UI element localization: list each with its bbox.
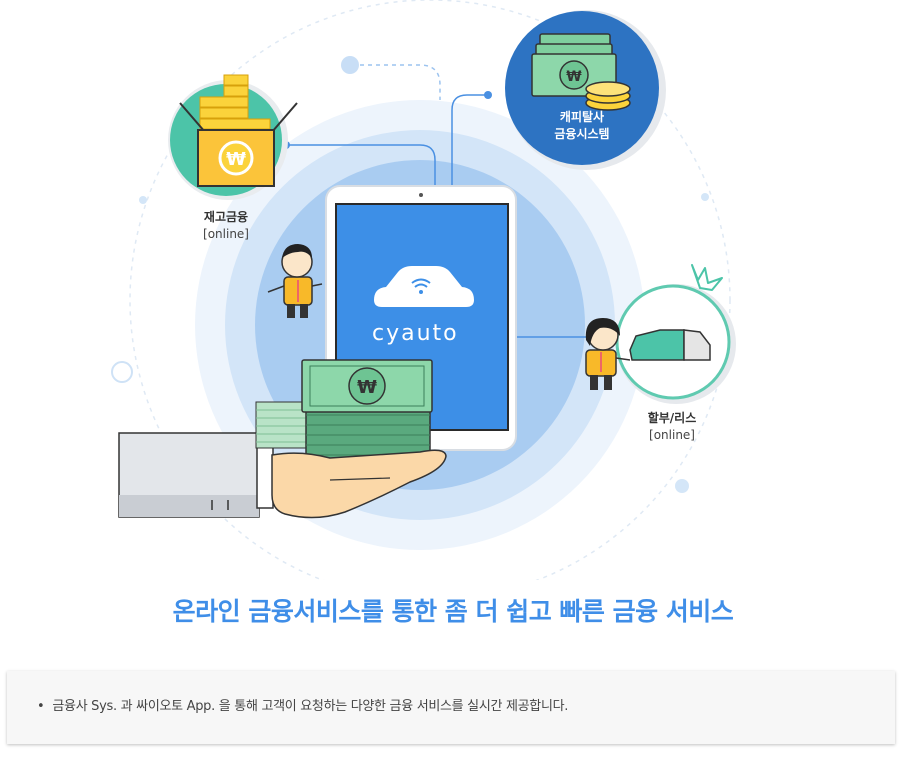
- deco-dot: [675, 479, 689, 493]
- installment-node-label: 할부/리스 [online]: [632, 410, 712, 444]
- deco-dot: [111, 361, 133, 383]
- connector-dashed: [360, 64, 441, 100]
- connector-line: [451, 94, 488, 185]
- installment-node-title: 할부/리스: [647, 411, 697, 425]
- capital-node-label: 캐피탈사 금융시스템: [532, 109, 632, 143]
- boy-character-icon: [267, 244, 323, 318]
- bullet: •: [37, 699, 45, 714]
- inventory-node-title: 재고금융: [203, 210, 249, 224]
- deco-dot: [341, 56, 359, 74]
- inventory-node-sub: [online]: [203, 227, 249, 241]
- hand: [271, 449, 447, 519]
- sleeve-shade: [119, 495, 259, 517]
- description-line: • 금융사 Sys. 과 싸이오토 App. 을 통해 고객이 요청하는 다양한 …: [37, 695, 568, 714]
- capital-node-line2: 금융시스템: [554, 127, 610, 141]
- won-coin-icon: [218, 140, 254, 176]
- capital-node-line1: 캐피탈사: [559, 110, 605, 124]
- girl-character-icon: [585, 318, 631, 390]
- svg-text:₩: ₩: [357, 377, 377, 398]
- deco-dot: [701, 193, 709, 201]
- tablet-camera: [419, 193, 423, 197]
- outer-orbit: [129, 0, 731, 580]
- inventory-node-label: 재고금융 [online]: [186, 209, 266, 243]
- description-box: • 금융사 Sys. 과 싸이오토 App. 을 통해 고객이 요청하는 다양한 …: [7, 671, 895, 744]
- car-icon: [629, 329, 711, 361]
- connector-dot: [484, 91, 492, 99]
- installment-node-sub: [online]: [649, 428, 695, 442]
- cuff: [256, 439, 274, 509]
- app-logo: cyauto: [372, 321, 459, 346]
- svg-text:₩: ₩: [566, 69, 582, 85]
- svg-text:₩: ₩: [226, 149, 246, 170]
- connector-line: [286, 144, 436, 185]
- page-headline: 온라인 금융서비스를 통한 좀 더 쉽고 빠른 금융 서비스: [172, 597, 734, 626]
- car-logo-icon: [374, 266, 474, 307]
- banknote-stack-icon: ₩: [531, 33, 631, 111]
- deco-dot: [139, 196, 147, 204]
- description-text: 금융사 Sys. 과 싸이오토 App. 을 통해 고객이 요청하는 다양한 금…: [52, 699, 569, 714]
- sparkle-icon: [691, 264, 723, 291]
- money-stack-front: ₩: [301, 359, 433, 466]
- service-illustration: ₩ ₩: [111, 0, 736, 580]
